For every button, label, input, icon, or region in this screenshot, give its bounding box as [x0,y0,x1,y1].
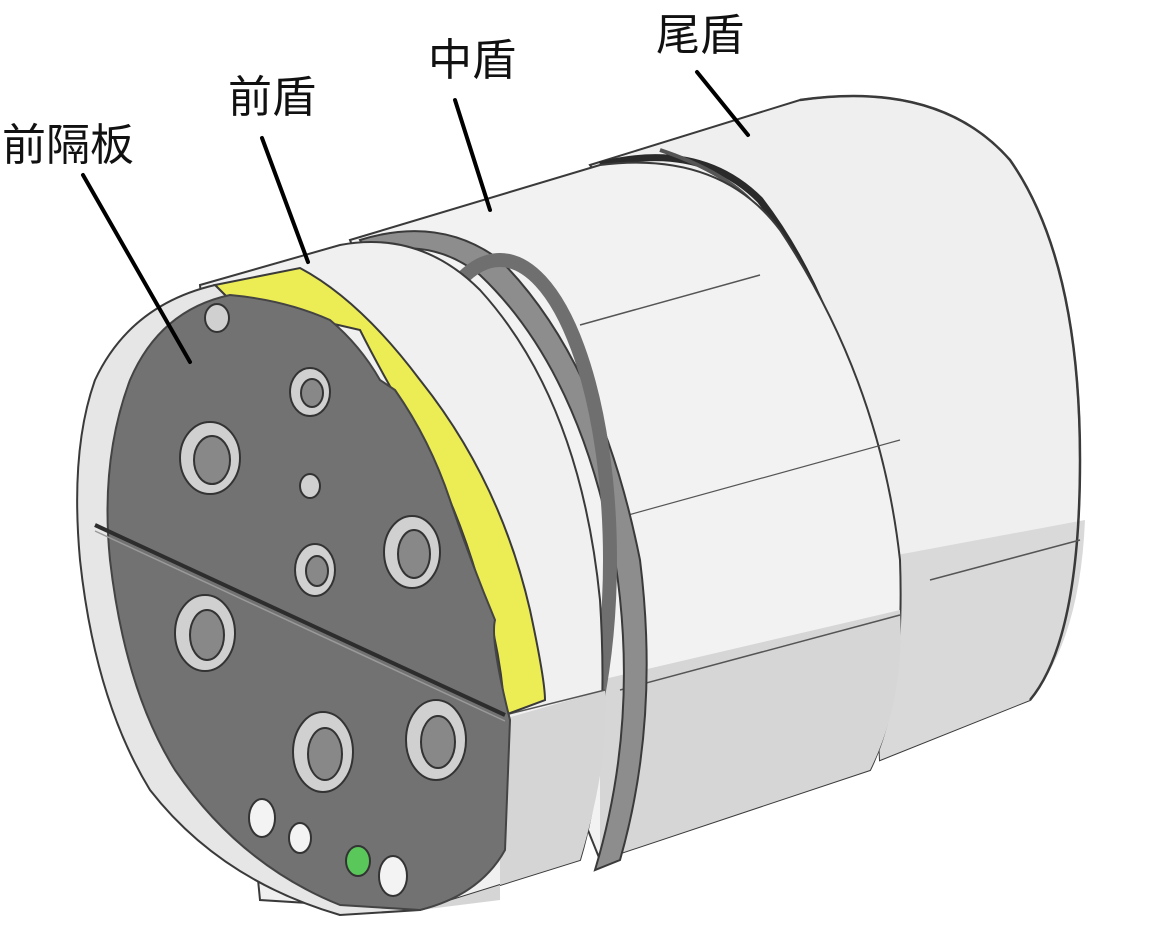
hole-2 [289,367,331,417]
front-partition-split-highlight [94,530,506,722]
leader-tail-shield [695,70,750,137]
middle-shield-seam-3 [619,614,901,691]
front-shield-shade [420,690,606,910]
middle-shield-seam-2 [609,439,901,521]
front-shield-seam [504,689,606,716]
leader-front-shield [260,136,310,264]
label-front-shield: 前盾 [228,72,316,123]
middle-shield-shade [600,610,901,860]
partition-holes [174,303,467,897]
small-hole-green [345,845,371,877]
hole-6 [174,594,236,672]
middle-ring-outer [358,230,648,872]
hole-1 [179,421,241,495]
hole-9 [204,303,230,333]
tail-shield-seam [929,539,1081,581]
small-hole-1 [248,798,276,838]
tail-shield-rim [799,94,1082,701]
label-tail-shield: 尾盾 [656,10,744,61]
label-middle-shield: 中盾 [428,35,516,86]
leader-lines [81,70,750,364]
small-hole-3 [378,855,408,897]
front-partition-split [94,523,506,717]
hole-5 [383,515,441,589]
tail-shield-shade [870,520,1085,760]
hole-3 [299,473,321,499]
middle-shield-seam-1 [579,274,761,326]
hole-8 [405,699,467,781]
hole-7 [292,711,354,793]
label-front-partition: 前隔板 [2,120,134,171]
leader-front-partition [81,173,192,364]
front-partition [76,283,512,917]
small-hole-2 [288,822,312,854]
leader-middle-shield [453,98,492,212]
hole-4 [294,543,336,597]
